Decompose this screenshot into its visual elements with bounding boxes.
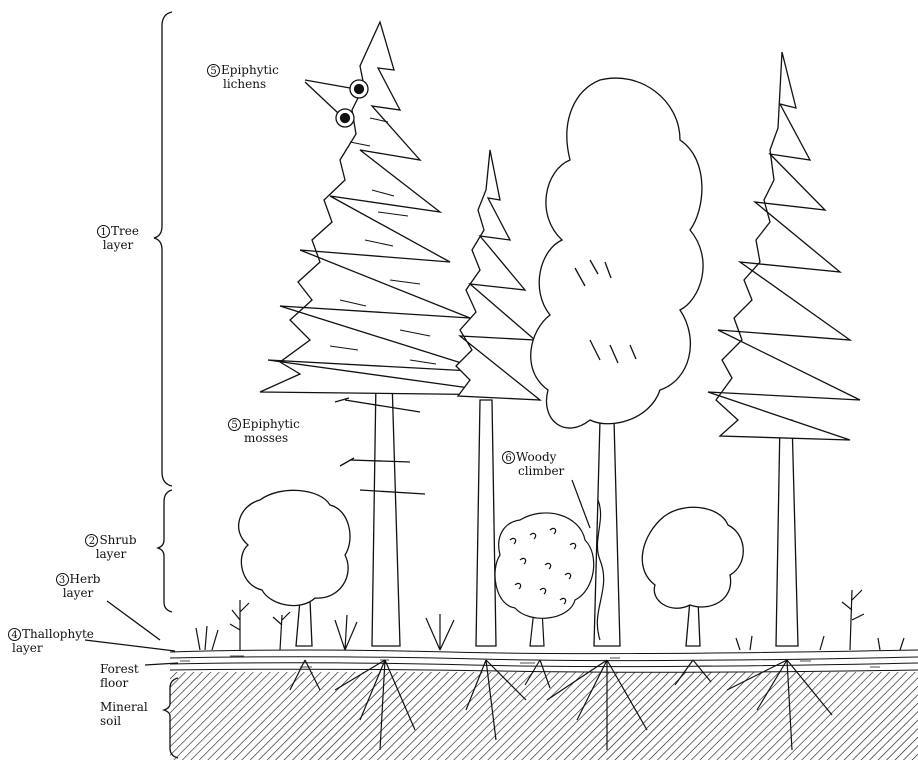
tree-layer-line1: Tree — [111, 224, 139, 238]
shrub-layer-bracket — [158, 490, 172, 612]
epiphytic-mosses-line1: Epiphytic — [242, 417, 300, 431]
label-mineral-soil: Mineral soil — [100, 700, 148, 728]
thallophyte-pointer — [85, 640, 175, 651]
layer-brackets — [85, 12, 178, 758]
marker-2-icon: 2 — [85, 534, 98, 547]
forest-floor-band — [170, 650, 918, 672]
marker-3-icon: 3 — [56, 573, 69, 586]
shrub-layer-line1: Shrub — [99, 533, 136, 547]
forest-floor-line1: Forest — [100, 662, 139, 676]
marker-5-icon: 5 — [207, 64, 220, 77]
marker-1-icon: 1 — [97, 225, 110, 238]
mineral-soil-line2: soil — [100, 714, 148, 728]
epiphytic-mosses-line2: mosses — [228, 431, 300, 445]
label-forest-floor: Forest floor — [100, 662, 139, 690]
woody-climber-line1: Woody — [516, 450, 556, 464]
epiphytic-lichens-line1: Epiphytic — [221, 63, 279, 77]
forest-floor-line2: floor — [100, 676, 139, 690]
marker-5b-icon: 5 — [228, 418, 241, 431]
tree-layer-line2: layer — [88, 238, 148, 252]
tree-layer-bracket — [154, 12, 172, 486]
marker-4-icon: 4 — [8, 628, 21, 641]
herb-layer-line2: layer — [48, 586, 108, 600]
herb-layer-line1: Herb — [70, 572, 101, 586]
thallophyte-layer-line1: Thallophyte — [22, 627, 94, 641]
mineral-soil-line1: Mineral — [100, 700, 148, 714]
epiphytic-lichens-line2: lichens — [207, 77, 279, 91]
shrub-right — [642, 507, 743, 646]
thallophyte-layer-line2: layer — [8, 641, 94, 655]
marker-6-icon: 6 — [502, 451, 515, 464]
mineral-soil-band — [170, 672, 918, 760]
herb-layer-pointer — [107, 601, 160, 640]
woody-climber-line2: climber — [502, 464, 564, 478]
shrub-left — [239, 490, 350, 646]
shrub-layer-line2: layer — [80, 547, 142, 561]
shrub-climber — [495, 513, 594, 646]
